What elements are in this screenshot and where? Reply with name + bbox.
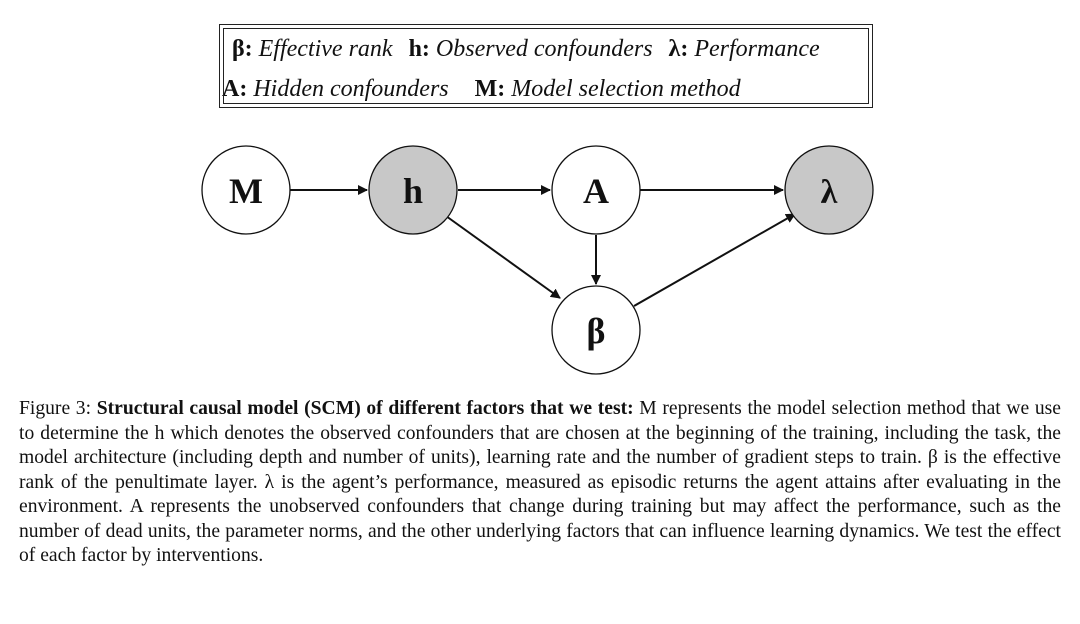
legend-box: β: Effective rank h: Observed confounder… (219, 24, 873, 108)
node-lambda-label: λ (821, 174, 838, 211)
node-m: M (201, 145, 291, 235)
edge-beta-to-lambda (633, 213, 796, 307)
node-lambda: λ (784, 145, 874, 235)
node-h: h (368, 145, 458, 235)
node-a-circle (551, 145, 641, 235)
node-h-label: h (403, 171, 423, 211)
caption-paragraph: Figure 3: Structural causal model (SCM) … (19, 397, 1061, 569)
node-a-label: A (583, 171, 609, 211)
caption-figure-number: Figure 3: (19, 398, 97, 419)
node-beta-circle (551, 285, 641, 375)
caption-title: Structural causal model (SCM) of differe… (96, 398, 634, 419)
figure-caption: Figure 3: Structural causal model (SCM) … (19, 397, 1061, 569)
node-beta-label: β (587, 311, 606, 351)
node-m-circle (201, 145, 291, 235)
node-lambda-circle (784, 145, 874, 235)
caption-body: M represents the model selection method … (19, 398, 1061, 566)
node-m-label: M (229, 171, 263, 211)
node-a: A (551, 145, 641, 235)
edge-h-to-beta (445, 215, 561, 299)
node-beta: β (551, 285, 641, 375)
node-h-circle (368, 145, 458, 235)
causal-diagram: M h A λ β (201, 145, 874, 375)
